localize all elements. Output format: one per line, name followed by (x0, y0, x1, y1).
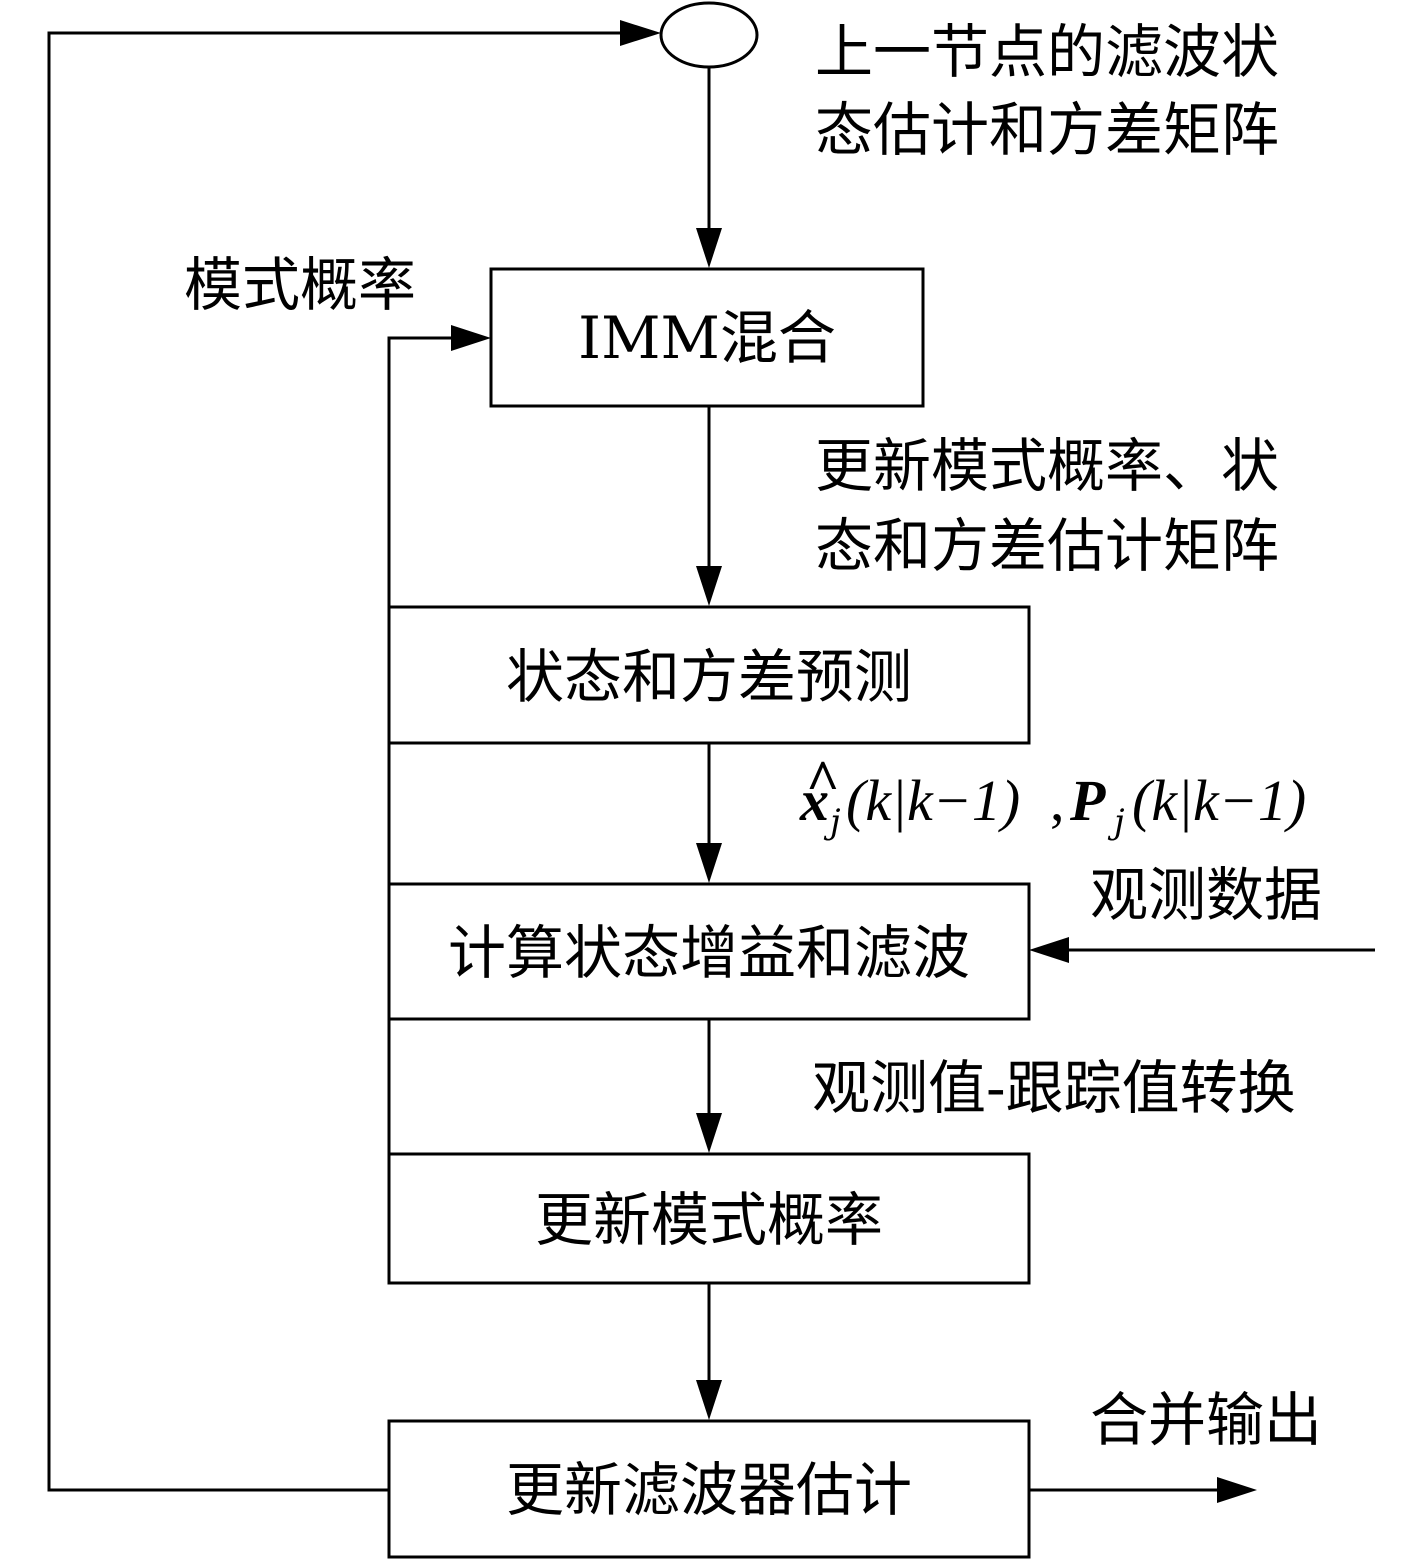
prev-state-label-line2: 态估计和方差矩阵 (815, 96, 1279, 164)
arrowhead-mode (696, 1113, 722, 1153)
formula-P: P (1069, 768, 1106, 833)
loop-line (47, 31, 640, 1492)
prev-state-label-line1: 上一节点的滤波状 (815, 18, 1279, 86)
formula-x-arg: (k|k−1) (846, 768, 1020, 833)
formula-x: x (799, 768, 829, 833)
mode-prob-label: 模式概率 (184, 251, 416, 319)
update-label-line1: 更新模式概率、状 (815, 432, 1279, 500)
prediction-formula: ^ x j (k|k−1) , P j (k|k−1) (799, 748, 1306, 842)
obs-track-convert-label: 观测值-跟踪值转换 (812, 1054, 1296, 1122)
arrowhead-filter (696, 1380, 722, 1420)
predict-label: 状态和方差预测 (506, 643, 912, 711)
formula-hat: ^ (806, 748, 840, 813)
observation-arrowhead (1029, 937, 1069, 963)
formula-P-arg: (k|k−1) (1132, 768, 1306, 833)
output-arrowhead (1217, 1477, 1257, 1503)
update-filter-box (387, 1419, 1031, 1559)
update-label-line2: 态和方差估计矩阵 (815, 512, 1279, 580)
merge-output-label: 合并输出 (1090, 1386, 1322, 1454)
mode-prob-line (387, 336, 470, 1283)
imm-mix-box (489, 267, 925, 408)
imm-mix-label: IMM混合 (578, 304, 836, 372)
start-node (659, 1, 759, 69)
observation-data-label: 观测数据 (1090, 861, 1322, 929)
gain-filter-box (387, 882, 1031, 1021)
loop-arrowhead (620, 20, 661, 46)
formula-P-sub: j (1107, 802, 1125, 842)
formula-comma: , (1050, 768, 1065, 833)
gain-filter-label: 计算状态增益和滤波 (448, 919, 970, 987)
update-mode-label: 更新模式概率 (535, 1186, 883, 1254)
mode-prob-arrowhead (451, 325, 491, 351)
arrowhead-predict (696, 566, 722, 606)
arrowhead-gain (696, 843, 722, 883)
predict-box (387, 605, 1031, 745)
arrowhead-imm (696, 228, 722, 268)
update-mode-box (387, 1152, 1031, 1285)
update-filter-label: 更新滤波器估计 (506, 1456, 912, 1524)
